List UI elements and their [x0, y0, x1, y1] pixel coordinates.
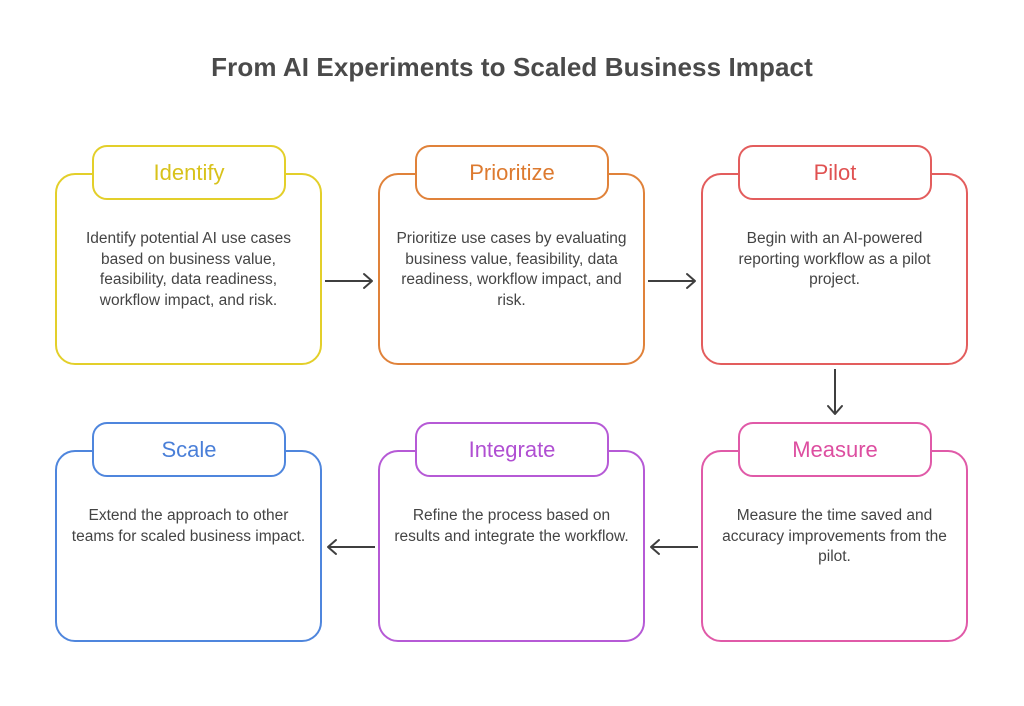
step-card-scale: Extend the approach to other teams for s…: [55, 450, 322, 642]
step-card-prioritize: Prioritize use cases by evaluating busin…: [378, 173, 645, 365]
step-description-measure: Measure the time saved and accuracy impr…: [722, 507, 947, 565]
step-card-identify: Identify potential AI use cases based on…: [55, 173, 322, 365]
arrow-pilot-to-measure: [827, 369, 843, 415]
step-label-prioritize: Prioritize: [415, 145, 609, 200]
step-description-identify: Identify potential AI use cases based on…: [85, 230, 292, 309]
diagram-title: From AI Experiments to Scaled Business I…: [211, 52, 813, 82]
step-label-scale: Scale: [92, 422, 286, 477]
step-label-identify: Identify: [92, 145, 286, 200]
step-card-measure: Measure the time saved and accuracy impr…: [701, 450, 968, 642]
step-description-pilot: Begin with an AI-powered reporting workf…: [738, 230, 931, 288]
arrow-integrate-to-scale: [327, 539, 375, 555]
step-description-prioritize: Prioritize use cases by evaluating busin…: [396, 230, 627, 309]
step-label-measure: Measure: [738, 422, 932, 477]
step-card-integrate: Refine the process based on results and …: [378, 450, 645, 642]
step-card-pilot: Begin with an AI-powered reporting workf…: [701, 173, 968, 365]
step-description-scale: Extend the approach to other teams for s…: [71, 507, 306, 545]
step-label-pilot: Pilot: [738, 145, 932, 200]
arrow-measure-to-integrate: [650, 539, 698, 555]
arrow-identify-to-prioritize: [325, 273, 373, 289]
arrow-prioritize-to-pilot: [648, 273, 696, 289]
step-description-integrate: Refine the process based on results and …: [394, 507, 629, 545]
step-label-integrate: Integrate: [415, 422, 609, 477]
